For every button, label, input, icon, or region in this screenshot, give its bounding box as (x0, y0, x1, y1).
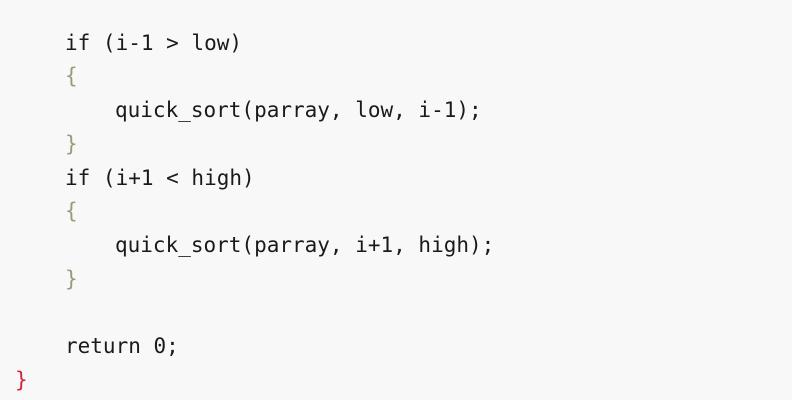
code-line-if-low: if (i-1 > low) (65, 31, 243, 55)
code-line-if-high: if (i+1 < high) (65, 166, 255, 190)
code-line-return: return 0; (65, 334, 179, 358)
code-line-quick-sort-high: quick_sort(parray, i+1, high); (115, 233, 495, 257)
code-line-quick-sort-low: quick_sort(parray, low, i-1); (115, 98, 482, 122)
code-line-open-brace: { (65, 199, 78, 223)
code-line-open-brace: { (65, 64, 78, 88)
code-line-blank (15, 296, 65, 330)
code-line-function-close-brace: } (15, 368, 28, 392)
code-line-close-brace: } (65, 132, 78, 156)
code-line-close-brace: } (65, 267, 78, 291)
